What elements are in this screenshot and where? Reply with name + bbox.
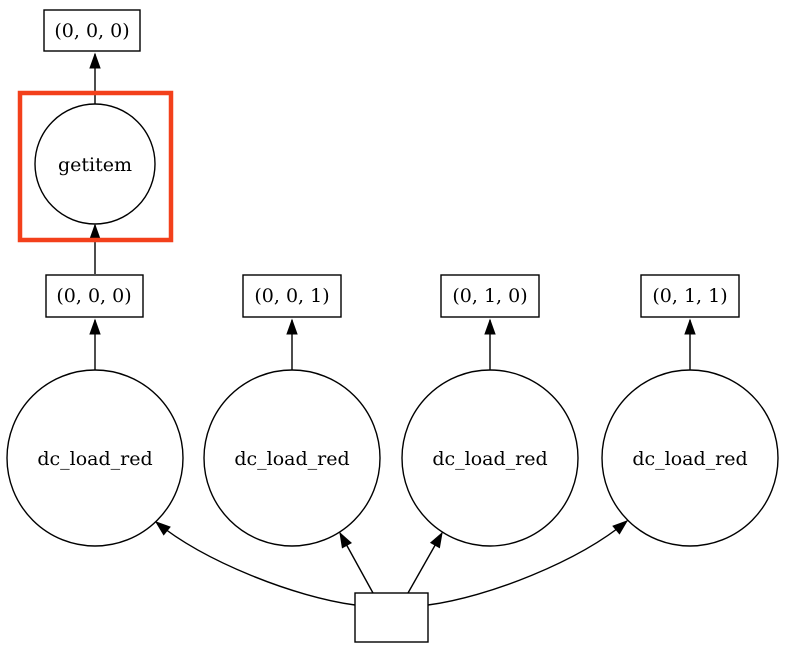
chunk-0-0-1-box [242,274,342,318]
node-dc-load-red-2: dc_load_red [203,369,381,547]
dc-load-red-3-label: dc_load_red [432,448,547,470]
node-chunk-0-0-1: (0, 0, 1) [242,274,342,318]
edge-source-to-circle1 [154,521,356,606]
node-chunk-0-1-1: (0, 1, 1) [640,274,740,318]
dc-load-red-2-label: dc_load_red [234,448,349,470]
chunk-0-1-0-box [440,274,540,318]
edge-source-to-circle2 [339,531,374,594]
node-chunk-0-1-0: (0, 1, 0) [440,274,540,318]
edge-source-to-circle4 [427,520,629,606]
node-dc-load-red-3: dc_load_red [401,369,579,547]
result-key-label: (0, 0, 0) [54,20,129,42]
dc-load-red-1-circle [6,369,184,547]
dc-load-red-3-circle [401,369,579,547]
source-box [354,592,429,643]
dc-load-red-2-circle [203,369,381,547]
node-result-key: (0, 0, 0) [43,9,141,52]
result-key-box [43,9,141,52]
edge-source-to-circle3 [407,531,443,594]
highlight-box [17,90,174,243]
chunk-0-0-0-label: (0, 0, 0) [56,285,131,307]
dc-load-red-1-label: dc_load_red [37,448,152,470]
node-source [354,592,429,643]
chunk-0-0-0-box [45,274,144,318]
edges [89,52,696,606]
node-getitem: getitem [34,103,156,225]
chunk-0-1-1-label: (0, 1, 1) [652,285,727,307]
dc-load-red-4-circle [601,369,779,547]
getitem-label: getitem [58,154,132,176]
getitem-circle [34,103,156,225]
node-chunk-0-0-0: (0, 0, 0) [45,274,144,318]
node-dc-load-red-4: dc_load_red [601,369,779,547]
chunk-0-0-1-label: (0, 0, 1) [254,285,329,307]
chunk-0-1-0-label: (0, 1, 0) [452,285,527,307]
node-dc-load-red-1: dc_load_red [6,369,184,547]
chunk-0-1-1-box [640,274,740,318]
dc-load-red-4-label: dc_load_red [632,448,747,470]
